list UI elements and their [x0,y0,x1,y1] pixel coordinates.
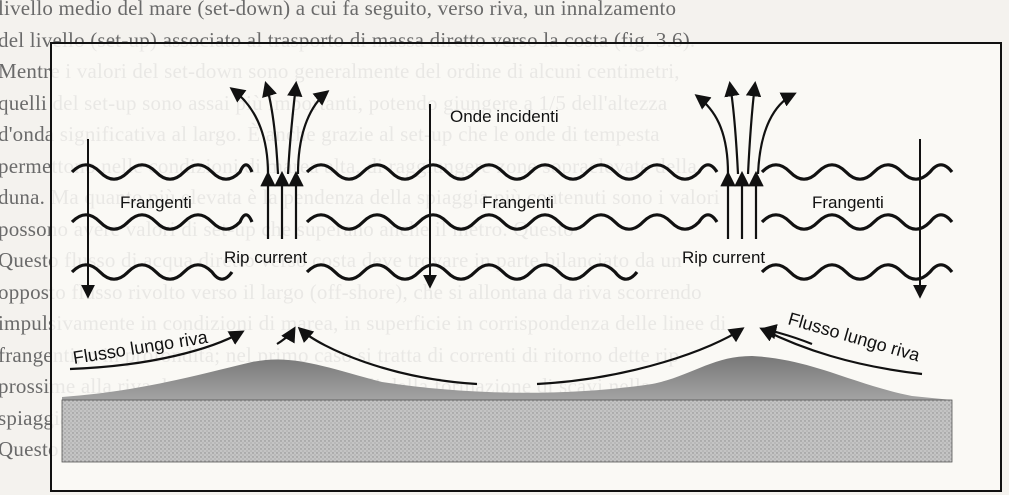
label-longshore-right: Flusso lungo riva [786,309,923,366]
wave-line [307,165,717,179]
wave-line [762,215,952,229]
diagram-frame: Onde incidenti Frangenti Frangenti Frang… [50,42,1002,492]
wave-line [307,215,717,229]
label-breakers-right: Frangenti [812,193,884,212]
wave-line [72,265,232,279]
wave-line [72,215,252,229]
label-breakers-center: Frangenti [482,193,554,212]
wave-line [307,265,637,279]
shore [62,356,952,462]
shore-band [62,400,952,462]
label-breakers-left: Frangenti [120,193,192,212]
label-rip-current-left: Rip current [224,248,307,267]
wave-line [72,165,252,179]
wave-line [762,265,952,279]
label-incident-waves: Onde incidenti [450,107,559,126]
label-rip-current-right: Rip current [682,248,765,267]
longshore-arrow [277,329,294,344]
background-text-line: livello medio del mare (set-down) a cui … [0,0,1007,21]
wave-line [762,165,952,179]
rip-current-diagram: Onde incidenti Frangenti Frangenti Frang… [52,44,1000,490]
breaker-waves [72,165,952,279]
